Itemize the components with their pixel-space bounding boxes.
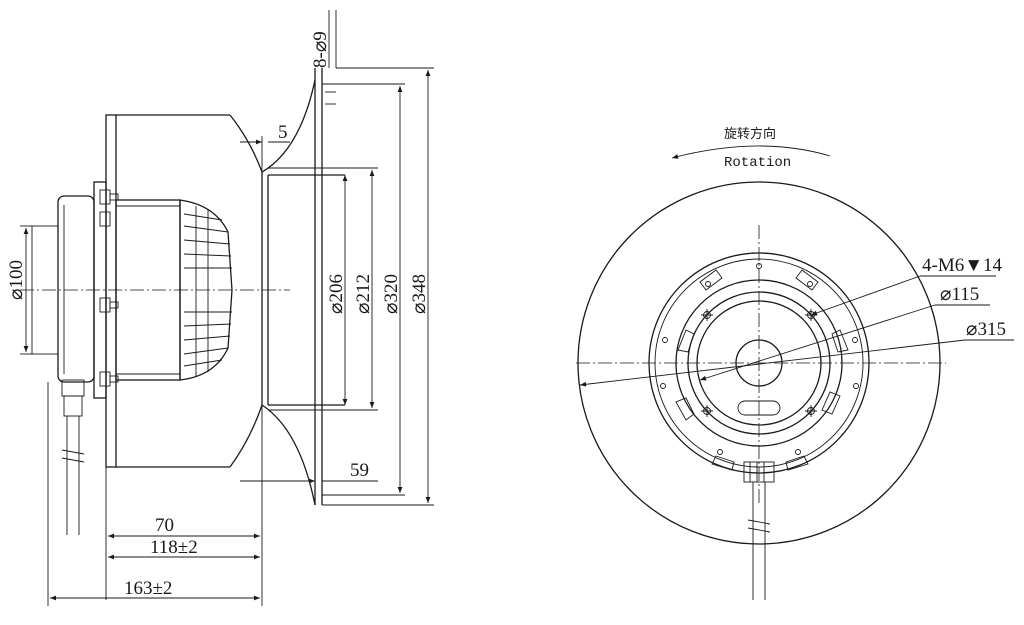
rotation-en-label: Rotation bbox=[724, 155, 791, 171]
motor-face bbox=[696, 300, 822, 426]
back-plate bbox=[105, 114, 117, 468]
nameplate-slot bbox=[737, 400, 781, 416]
motor-hub-boss bbox=[31, 225, 59, 355]
motor-cover bbox=[57, 195, 95, 383]
motor-ring bbox=[687, 291, 831, 435]
blade-top-curve bbox=[229, 114, 263, 173]
d320-label: ⌀320 bbox=[381, 274, 402, 314]
holes-dim-label: 8-⌀9 bbox=[310, 31, 331, 68]
rotation-cn-label: 旋转方向 bbox=[724, 126, 776, 142]
thread-label: 4-M6▼14 bbox=[922, 255, 1003, 276]
flange-bolts bbox=[99, 189, 119, 387]
d212-label: ⌀212 bbox=[353, 274, 374, 314]
d206-label: ⌀206 bbox=[326, 274, 347, 314]
flange-dots bbox=[660, 263, 859, 455]
cable-break bbox=[61, 449, 85, 463]
side-view: 8-⌀9 5 ⌀100 ⌀206 ⌀212 ⌀320 ⌀348 59 bbox=[6, 10, 434, 606]
shroud-bottom bbox=[261, 404, 316, 506]
flange-thickness-label: 5 bbox=[278, 122, 288, 143]
front-cable-break bbox=[747, 519, 771, 533]
blade-bottom-curve bbox=[229, 404, 263, 468]
rotor-fins bbox=[183, 206, 232, 376]
flange-outer bbox=[648, 252, 870, 474]
d100-label: ⌀100 bbox=[6, 260, 27, 300]
d115-label: ⌀115 bbox=[940, 284, 979, 305]
d315-label: ⌀315 bbox=[966, 319, 1006, 340]
depth70-label: 70 bbox=[155, 515, 174, 536]
flange-slots bbox=[675, 269, 849, 471]
rotor-housing bbox=[179, 199, 233, 381]
cable-exit-block bbox=[743, 461, 775, 483]
motor-outer-circle bbox=[675, 279, 843, 447]
flange-inner bbox=[654, 258, 864, 468]
d348-label: ⌀348 bbox=[409, 274, 430, 314]
inlet-depth-label: 59 bbox=[350, 460, 369, 481]
shroud-top bbox=[261, 79, 316, 173]
outer-wheel-circle bbox=[577, 181, 941, 545]
rotation-arrow bbox=[671, 145, 831, 159]
depth118-label: 118±2 bbox=[150, 537, 198, 558]
gland-nut bbox=[63, 395, 83, 417]
depth163-label: 163±2 bbox=[124, 578, 172, 599]
hub-circle bbox=[735, 339, 783, 387]
front-view: 旋转方向 Rotation bbox=[576, 126, 1014, 600]
